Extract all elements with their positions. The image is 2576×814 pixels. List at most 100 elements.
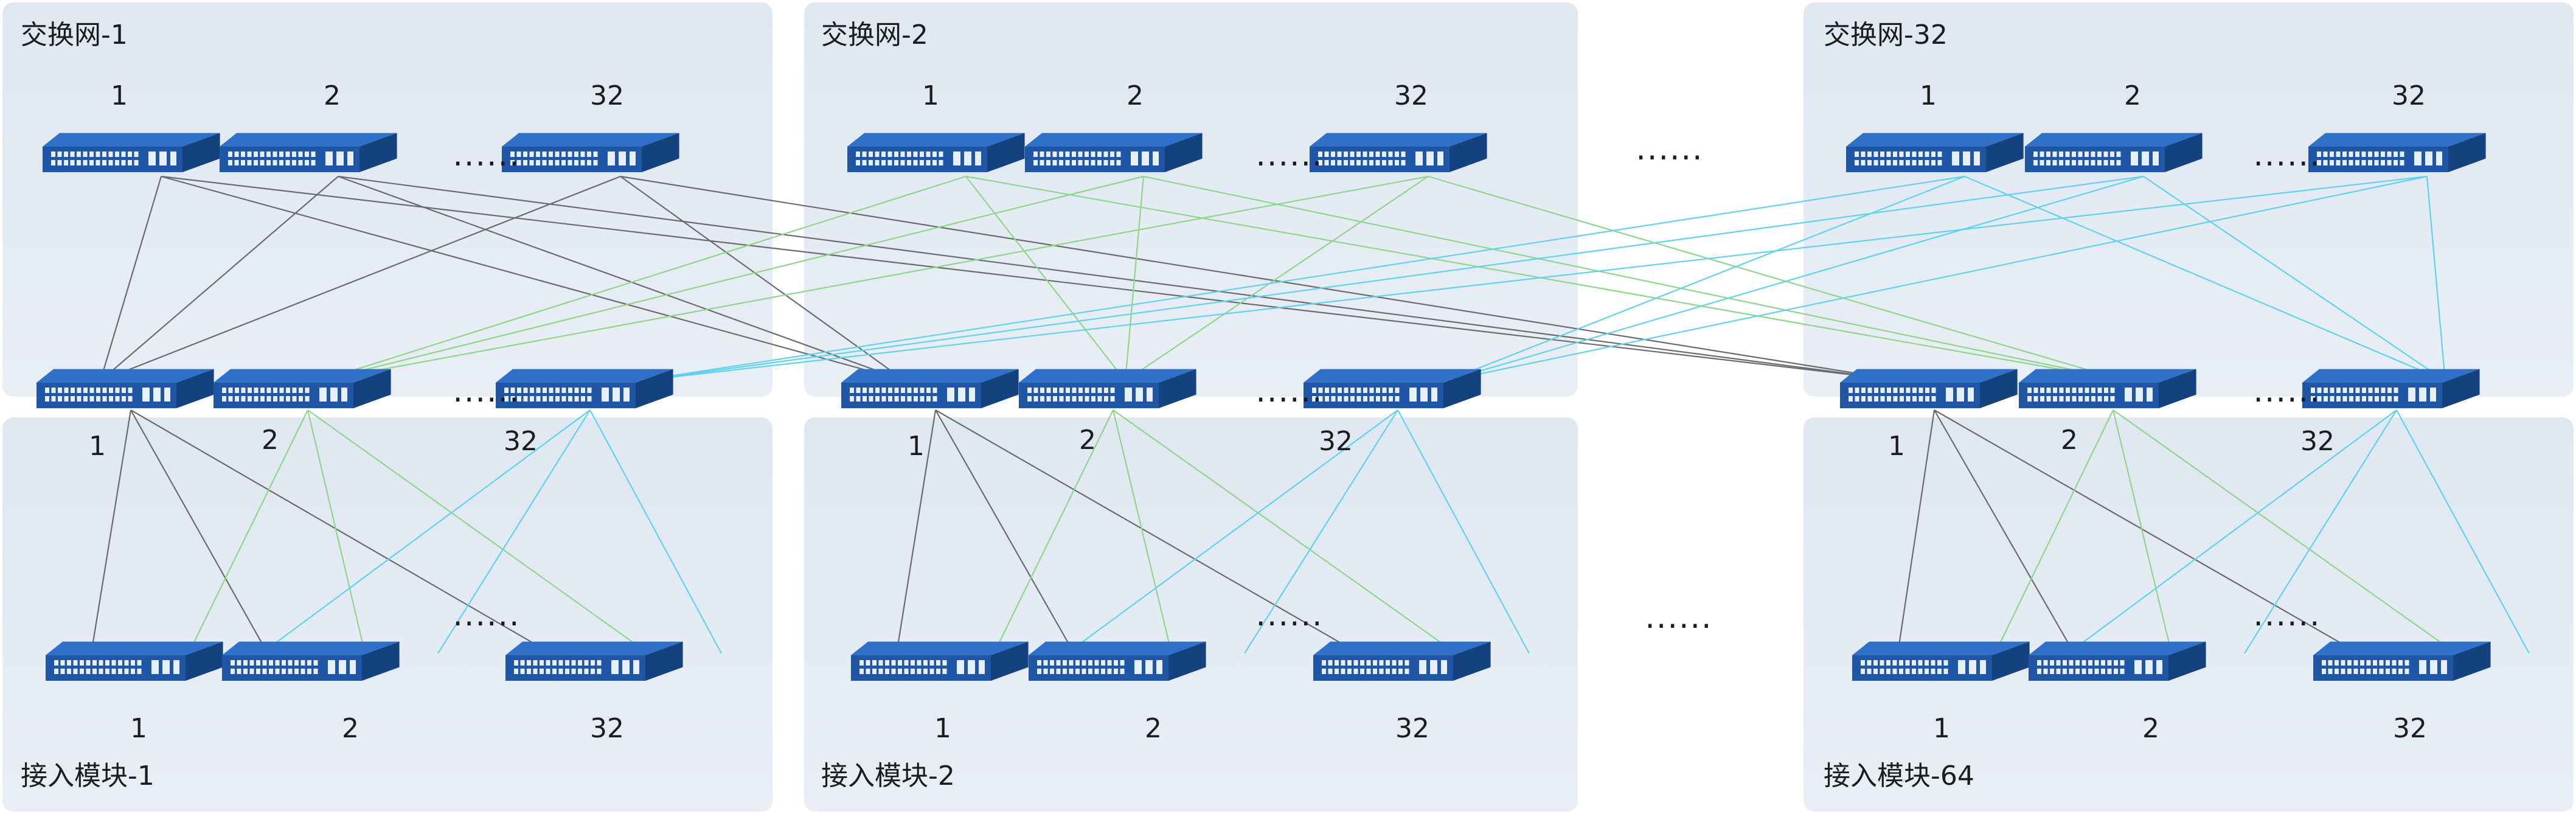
leaf-access-link bbox=[993, 409, 1114, 654]
leaf-switch-icon bbox=[496, 369, 673, 408]
spine-switch-icon bbox=[502, 133, 679, 172]
spine-switch-icon bbox=[2025, 133, 2203, 172]
access-module-title: 接入模块-64 bbox=[1824, 760, 1974, 791]
access-labels: 1 2 32 1 2 32 1 2 32 bbox=[130, 713, 2427, 744]
leaf-access-link bbox=[188, 409, 308, 654]
access-label: 2 bbox=[2142, 713, 2159, 744]
leaf-access-link bbox=[935, 409, 1359, 654]
leaf-access-link bbox=[90, 409, 132, 654]
spine-leaf-link bbox=[99, 176, 162, 381]
access-switch-icon bbox=[2029, 641, 2206, 681]
access-module-title: 接入模块-2 bbox=[821, 760, 955, 791]
spine-label: 1 bbox=[111, 80, 128, 111]
ellipsis-marks: ...... ...... ...... ...... ...... .....… bbox=[453, 131, 2321, 636]
spine-label: 2 bbox=[324, 80, 341, 111]
leaf-access-link bbox=[935, 409, 1075, 654]
spine-switch-icon bbox=[1310, 133, 1487, 172]
exchange-network-title: 交换网-32 bbox=[1824, 19, 1948, 50]
ellipsis: ...... bbox=[1255, 137, 1323, 173]
access-label: 1 bbox=[934, 713, 951, 744]
leaf-access-link bbox=[1113, 409, 1457, 654]
leaf-access-link bbox=[1897, 409, 1935, 654]
exchange-panel-1 bbox=[2, 2, 772, 397]
leaf-label: 32 bbox=[2300, 426, 2335, 457]
access-label: 1 bbox=[130, 713, 147, 744]
spine-leaf-link bbox=[100, 175, 621, 382]
spine-switch-icon bbox=[43, 133, 220, 172]
spine-leaf-link bbox=[1428, 175, 2126, 382]
access-switch-icon bbox=[1029, 641, 1206, 681]
spine-leaf-link bbox=[1143, 175, 2126, 382]
access-switch-icon bbox=[1852, 641, 2030, 681]
spine-leaf-link bbox=[1124, 176, 1145, 381]
spine-label: 1 bbox=[1920, 80, 1937, 111]
leaf-switch-icon bbox=[1304, 369, 1481, 408]
access-module-title: 接入模块-1 bbox=[21, 760, 154, 791]
access-switch-icon bbox=[851, 641, 1029, 681]
spine-leaf-link bbox=[965, 175, 2126, 382]
leaf-label: 1 bbox=[89, 431, 106, 462]
spine-leaf-link bbox=[1446, 175, 2428, 382]
spine-leaf-link bbox=[319, 175, 1429, 382]
leaf-label: 2 bbox=[2061, 425, 2078, 456]
leaf-access-link bbox=[1397, 409, 1530, 654]
leaf-access-link bbox=[2113, 409, 2457, 654]
spine-switch-icon bbox=[220, 133, 397, 172]
spine-leaf-link bbox=[161, 175, 1904, 382]
leaf-access-link bbox=[261, 409, 591, 654]
spine-leaf-link bbox=[638, 175, 2144, 382]
access-switch-icon bbox=[2313, 641, 2491, 681]
spine-leaf-link bbox=[2426, 176, 2446, 381]
spine-leaf-link bbox=[2143, 176, 2446, 381]
access-switch-icon bbox=[1313, 641, 1491, 681]
leaf-switch-icon bbox=[1840, 369, 2018, 408]
access-label: 32 bbox=[1395, 713, 1429, 744]
spine-switch-icon bbox=[1846, 133, 2024, 172]
spine-leaf-link bbox=[620, 175, 1904, 382]
ellipsis: ...... bbox=[453, 137, 520, 173]
leaf-access-link bbox=[307, 409, 649, 654]
leaf-access-link bbox=[2112, 409, 2173, 654]
spine-leaf-link bbox=[1446, 175, 1965, 382]
leaf-label: 32 bbox=[504, 426, 538, 457]
spine-leaf-link bbox=[1125, 176, 1429, 381]
leaf-access-link bbox=[1112, 409, 1173, 654]
leaf-access-link bbox=[589, 409, 722, 654]
spine-leaf-link bbox=[1964, 175, 2446, 382]
switches-layer bbox=[36, 133, 2491, 681]
spine-leaf-link bbox=[319, 175, 1144, 382]
leaf-access-link bbox=[2067, 409, 2397, 654]
access-panel-1 bbox=[2, 417, 772, 812]
leaf-access-link bbox=[1934, 409, 2359, 654]
leaf-access-link bbox=[307, 409, 366, 654]
leaf-access-link bbox=[1066, 409, 1398, 654]
ellipsis: ...... bbox=[453, 597, 520, 633]
spine-switch-icon bbox=[847, 133, 1025, 172]
spine-label: 32 bbox=[1394, 80, 1428, 111]
spine-label: 1 bbox=[922, 80, 939, 111]
exchange-panel-3 bbox=[1804, 2, 2574, 397]
leaf-access-link bbox=[130, 409, 268, 654]
ellipsis: ...... bbox=[2253, 137, 2321, 173]
ellipsis: ...... bbox=[1255, 597, 1323, 633]
access-panel-3 bbox=[1804, 417, 2574, 812]
spine-leaf-link bbox=[638, 175, 1965, 382]
leaf-access-link bbox=[1994, 409, 2114, 654]
access-switch-icon bbox=[46, 641, 223, 681]
leaf-switch-icon bbox=[36, 369, 214, 408]
access-label: 32 bbox=[590, 713, 624, 744]
spine-label: 2 bbox=[2124, 80, 2141, 111]
leaf-switch-icon bbox=[2302, 369, 2480, 408]
access-label: 32 bbox=[2393, 713, 2427, 744]
access-panel-2 bbox=[804, 417, 1578, 812]
access-label: 2 bbox=[342, 713, 359, 744]
spine-label: 32 bbox=[2392, 80, 2426, 111]
ellipsis: ...... bbox=[2253, 373, 2321, 409]
spine-leaf-link bbox=[638, 175, 2428, 382]
ellipsis: ...... bbox=[453, 373, 520, 409]
access-label: 1 bbox=[1933, 713, 1950, 744]
spine-leaf-link bbox=[319, 175, 967, 382]
spine-label: 32 bbox=[590, 80, 624, 111]
spine-leaf-link bbox=[965, 176, 1126, 381]
